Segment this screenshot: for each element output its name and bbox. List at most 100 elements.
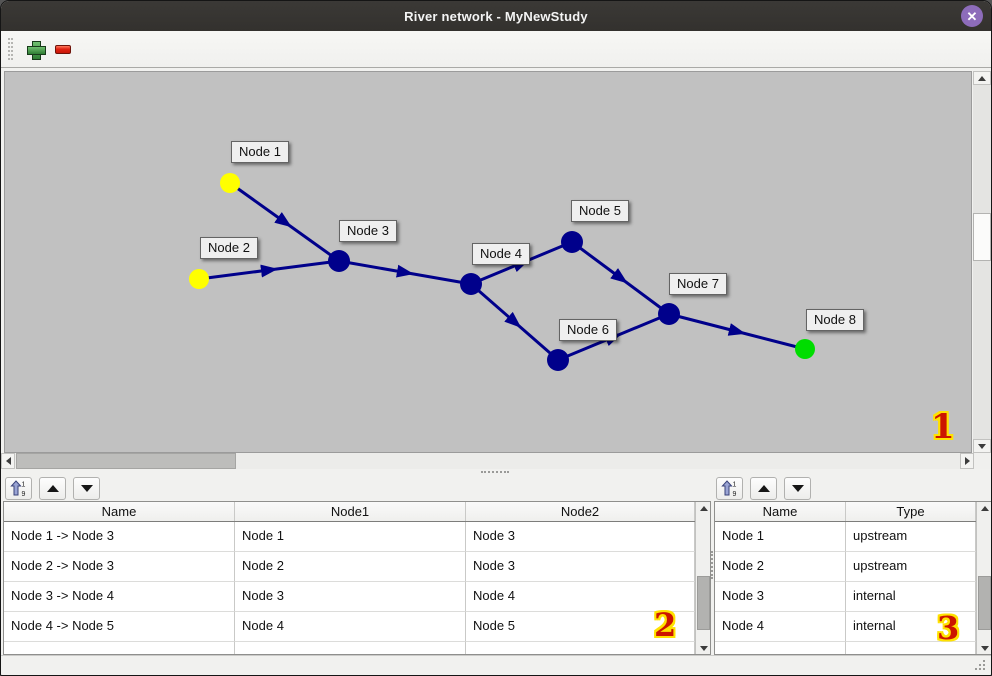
river-canvas[interactable]: Node 1 Node 2 Node 3 Node 4 Node 5 Node 6 Node…	[4, 71, 972, 453]
links-move-down-button[interactable]	[73, 476, 100, 500]
scroll-thumb[interactable]	[697, 576, 710, 630]
table-cell[interactable]	[466, 642, 695, 654]
diagram-n3[interactable]	[328, 250, 350, 272]
column-header[interactable]: Name	[715, 502, 846, 521]
nodes-sort-button[interactable]: 1 9	[716, 476, 743, 500]
table-cell[interactable]: Node 1	[715, 522, 846, 552]
horizontal-splitter[interactable]	[1, 469, 991, 475]
scroll-up-button[interactable]	[696, 502, 710, 514]
diagram-n4[interactable]	[460, 273, 482, 295]
edge-n3-n4[interactable]	[338, 259, 472, 286]
node-label-n7[interactable]: Node 7	[669, 273, 727, 295]
links-sort-button[interactable]: 1 9	[5, 476, 32, 500]
nodes-move-up-button[interactable]	[750, 476, 777, 500]
diagram-n5[interactable]	[561, 231, 583, 253]
node-label-n8[interactable]: Node 8	[806, 309, 864, 331]
diagram-n2[interactable]	[189, 269, 209, 289]
nodes-table-scrollbar[interactable]	[976, 502, 991, 654]
column-header[interactable]: Node1	[235, 502, 466, 521]
edge-n2-n3[interactable]	[198, 259, 340, 281]
canvas-horizontal-scrollbar[interactable]	[1, 453, 974, 469]
toolbar-drag-handle[interactable]	[8, 38, 13, 60]
add-node-button[interactable]	[21, 35, 49, 63]
scroll-up-button[interactable]	[977, 502, 991, 514]
table-row[interactable]	[715, 642, 976, 654]
down-arrow-icon	[978, 443, 986, 449]
edge-n5-n7[interactable]	[571, 240, 670, 316]
scroll-thumb[interactable]	[978, 576, 991, 630]
table-cell[interactable]: Node 1 -> Node 3	[4, 522, 235, 552]
node-label-n4[interactable]: Node 4	[472, 243, 530, 265]
table-cell[interactable]: Node 2 -> Node 3	[4, 552, 235, 582]
scroll-right-button[interactable]	[960, 453, 974, 469]
table-cell[interactable]: upstream	[846, 522, 976, 552]
nodes-move-down-button[interactable]	[784, 476, 811, 500]
table-cell[interactable]: Node 3	[715, 582, 846, 612]
table-cell[interactable]: Node 2	[235, 552, 466, 582]
up-arrow-icon	[980, 505, 989, 511]
table-cell[interactable]: Node 4	[466, 582, 695, 612]
edge-n4-n6[interactable]	[470, 282, 559, 362]
table-cell[interactable]: Node 5	[466, 612, 695, 642]
table-cell[interactable]: Node 4 -> Node 5	[4, 612, 235, 642]
up-arrow-icon	[46, 484, 59, 492]
node-label-n6[interactable]: Node 6	[559, 319, 617, 341]
table-cell[interactable]	[715, 642, 846, 654]
canvas-vertical-scrollbar[interactable]	[973, 71, 991, 453]
close-button[interactable]: ✕	[961, 5, 983, 27]
table-row[interactable]	[4, 642, 695, 654]
table-cell[interactable]	[846, 642, 976, 654]
table-cell[interactable]: internal	[846, 582, 976, 612]
column-header[interactable]: Name	[4, 502, 235, 521]
node-label-n2[interactable]: Node 2	[200, 237, 258, 259]
scroll-down-button[interactable]	[696, 642, 710, 654]
up-arrow-icon	[757, 484, 770, 492]
remove-node-button[interactable]	[49, 35, 77, 63]
table-cell[interactable]: Node 3	[466, 552, 695, 582]
node-label-n5[interactable]: Node 5	[571, 200, 629, 222]
up-arrow-icon	[699, 505, 708, 511]
edge-n7-n8[interactable]	[668, 312, 806, 351]
table-cell[interactable]: Node 4	[235, 612, 466, 642]
table-cell[interactable]: Node 1	[235, 522, 466, 552]
table-cell[interactable]	[235, 642, 466, 654]
title-bar[interactable]: River network - MyNewStudy ✕	[1, 1, 991, 31]
scroll-down-button[interactable]	[977, 642, 991, 654]
links-table-scrollbar[interactable]	[695, 502, 710, 654]
node-label-n1[interactable]: Node 1	[231, 141, 289, 163]
vertical-splitter[interactable]	[711, 475, 714, 655]
horizontal-scroll-thumb[interactable]	[16, 453, 236, 469]
diagram-n1[interactable]	[220, 173, 240, 193]
scroll-left-button[interactable]	[1, 453, 15, 469]
table-cell[interactable]: Node 4	[715, 612, 846, 642]
table-cell[interactable]: Node 3 -> Node 4	[4, 582, 235, 612]
column-header[interactable]: Node2	[466, 502, 695, 521]
diagram-n6[interactable]	[547, 349, 569, 371]
table-cell[interactable]: upstream	[846, 552, 976, 582]
column-header[interactable]: Type	[846, 502, 976, 521]
vertical-scroll-thumb[interactable]	[973, 213, 991, 261]
scroll-up-button[interactable]	[973, 71, 991, 85]
links-move-up-button[interactable]	[39, 476, 66, 500]
node-label-n3[interactable]: Node 3	[339, 220, 397, 242]
diagram-n8[interactable]	[795, 339, 815, 359]
edge-n1-n3[interactable]	[229, 181, 340, 263]
table-cell[interactable]: Node 3	[235, 582, 466, 612]
scroll-down-button[interactable]	[973, 439, 991, 453]
diagram-n7[interactable]	[658, 303, 680, 325]
table-cell[interactable]: Node 3	[466, 522, 695, 552]
table-cell[interactable]	[4, 642, 235, 654]
table-cell[interactable]: Node 2	[715, 552, 846, 582]
resize-grip[interactable]	[975, 668, 977, 670]
table-cell[interactable]: internal	[846, 612, 976, 642]
